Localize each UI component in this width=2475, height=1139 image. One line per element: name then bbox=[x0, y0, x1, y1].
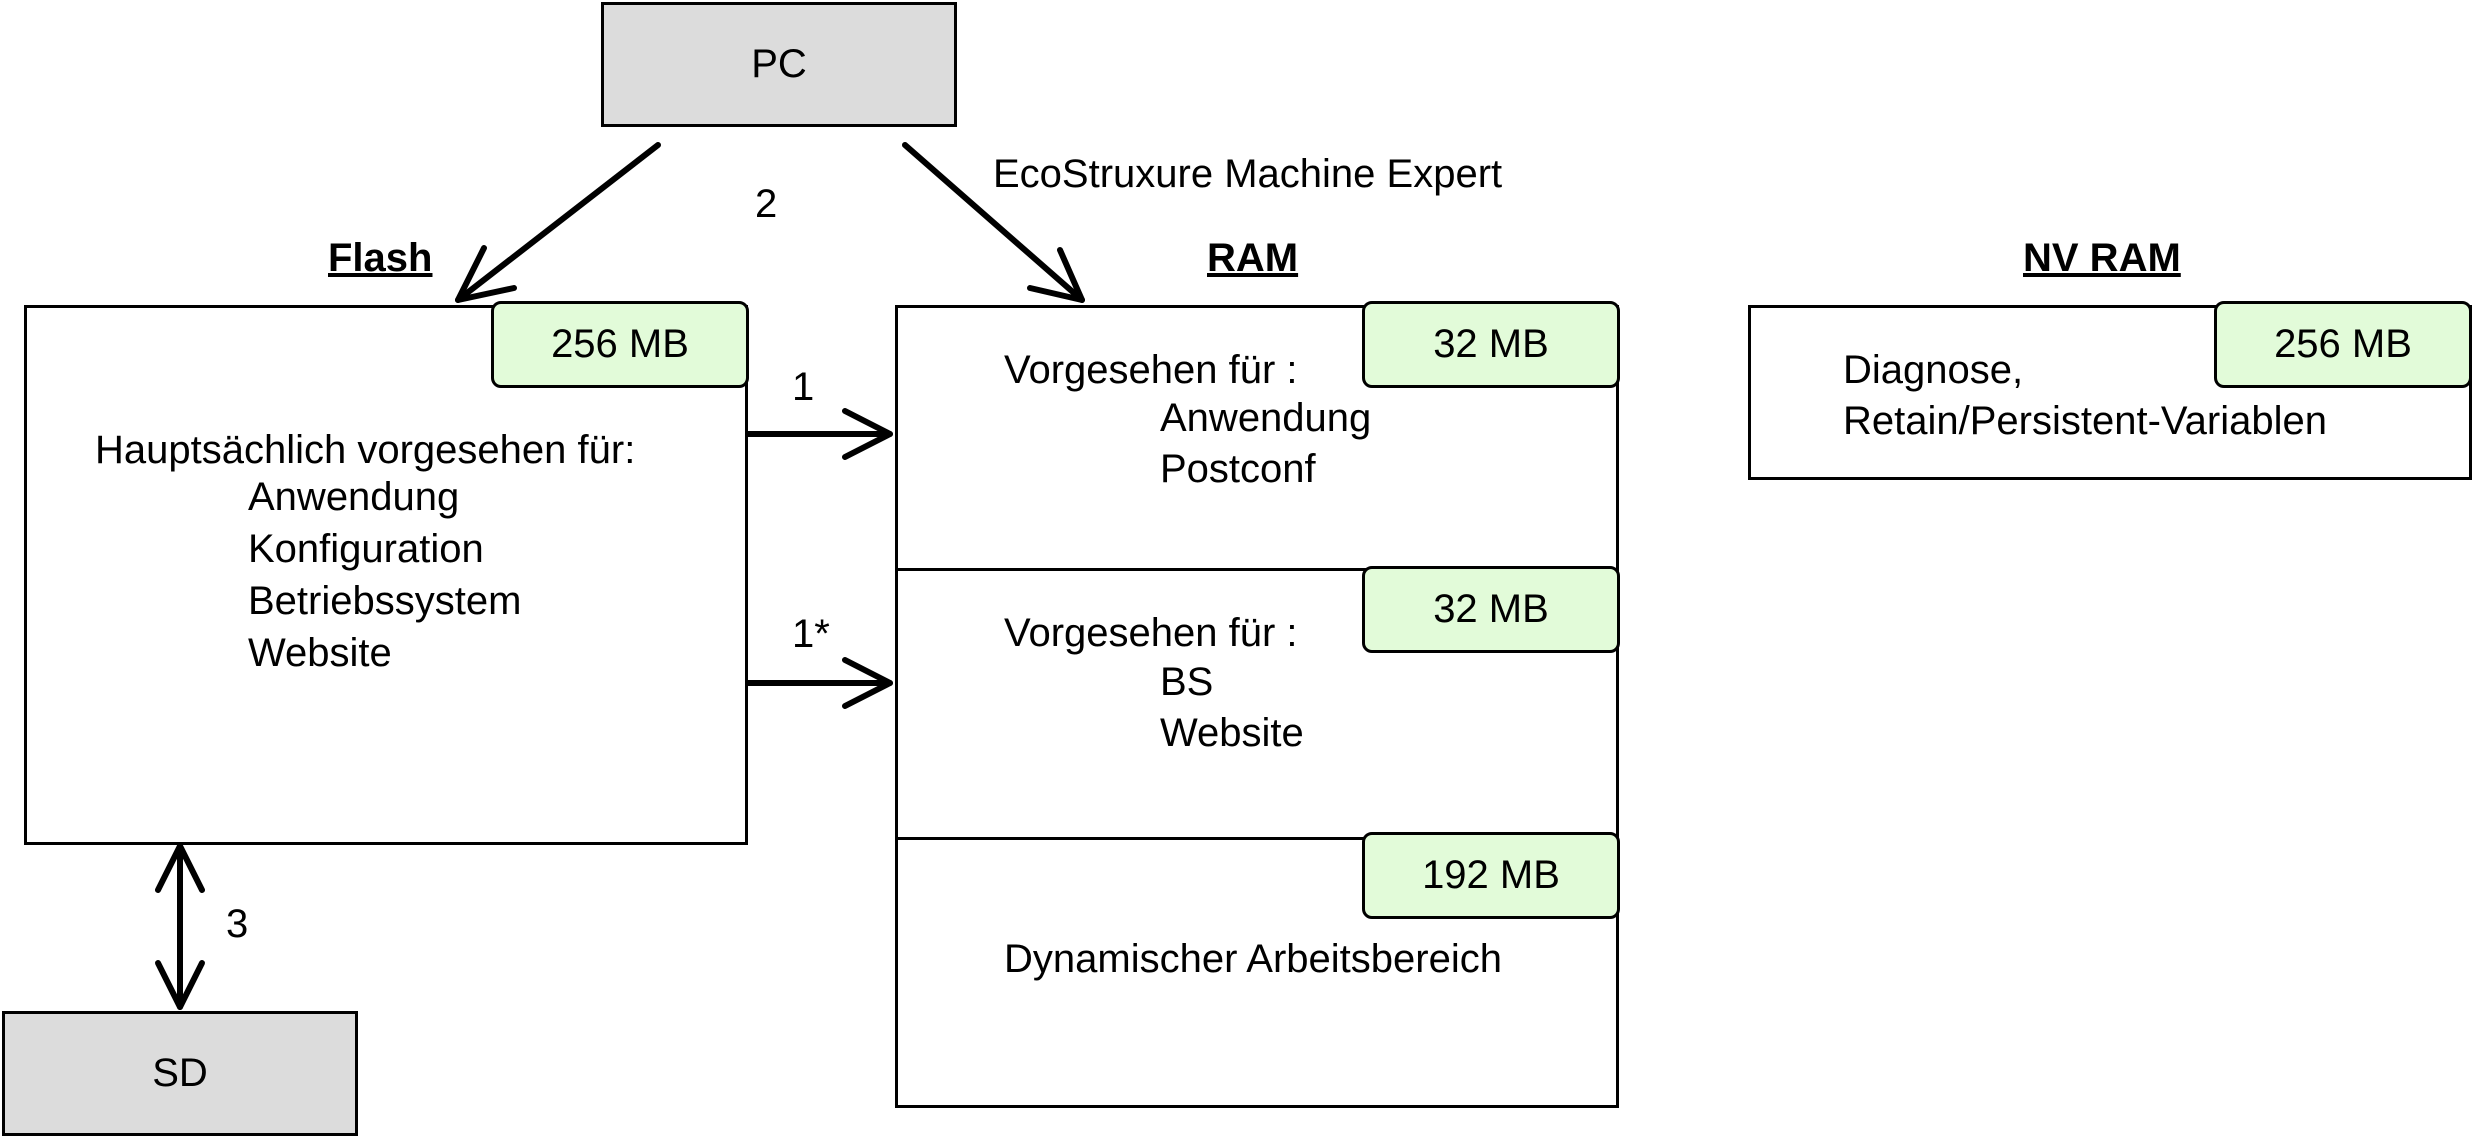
flash-item: Website bbox=[248, 631, 392, 675]
flash-intro: Hauptsächlich vorgesehen für: bbox=[95, 428, 636, 472]
arrow-label-3: 3 bbox=[226, 902, 249, 946]
nvram-line: Retain/Persistent-Variablen bbox=[1843, 399, 2327, 443]
flash-item: Betriebssystem bbox=[248, 579, 522, 623]
ram-divider-2 bbox=[895, 837, 1619, 840]
ram-section-2-intro: Vorgesehen für : bbox=[1004, 611, 1298, 655]
sd-node: SD bbox=[2, 1011, 358, 1136]
nvram-size-badge: 256 MB bbox=[2214, 301, 2472, 388]
flash-item: Anwendung bbox=[248, 475, 460, 519]
ram-section-1-intro: Vorgesehen für : bbox=[1004, 348, 1298, 392]
pc-label: PC bbox=[751, 42, 807, 86]
arrow-flash-sd bbox=[155, 843, 205, 1010]
nvram-size: 256 MB bbox=[2274, 322, 2412, 366]
ram-section-3-size-badge: 192 MB bbox=[1362, 832, 1620, 919]
ram-section-1-item: Postconf bbox=[1160, 447, 1316, 491]
ram-section-1-item: Anwendung bbox=[1160, 396, 1372, 440]
nvram-heading: NV RAM bbox=[2023, 236, 2181, 280]
ram-section-1-size-badge: 32 MB bbox=[1362, 301, 1620, 388]
ram-box bbox=[895, 305, 1619, 1108]
pc-node: PC bbox=[601, 2, 957, 127]
arrow-label-ecostruxure: EcoStruxure Machine Expert bbox=[993, 152, 1503, 196]
flash-size-badge: 256 MB bbox=[491, 301, 749, 388]
ram-heading: RAM bbox=[1207, 236, 1299, 280]
arrow-pc-to-ram bbox=[902, 142, 1085, 303]
ram-section-1-size: 32 MB bbox=[1433, 322, 1549, 366]
flash-item: Konfiguration bbox=[248, 527, 484, 571]
ram-section-2-item: BS bbox=[1160, 660, 1214, 704]
ram-section-2-size-badge: 32 MB bbox=[1362, 566, 1620, 653]
flash-size: 256 MB bbox=[551, 322, 689, 366]
nvram-box bbox=[1748, 305, 2472, 480]
flash-heading: Flash bbox=[328, 236, 433, 280]
arrow-label-1: 1 bbox=[792, 365, 815, 409]
arrow-pc-to-flash bbox=[455, 142, 661, 303]
ram-section-3-intro: Dynamischer Arbeitsbereich bbox=[1004, 937, 1502, 981]
sd-label: SD bbox=[152, 1051, 208, 1095]
ram-section-2-size: 32 MB bbox=[1433, 587, 1549, 631]
ram-section-2-item: Website bbox=[1160, 711, 1304, 755]
ram-divider-1 bbox=[895, 568, 1619, 571]
nvram-line: Diagnose, bbox=[1843, 348, 2024, 392]
arrow-label-2: 2 bbox=[755, 182, 778, 226]
arrow-label-1-star: 1* bbox=[792, 612, 830, 656]
ram-section-3-size: 192 MB bbox=[1422, 853, 1560, 897]
flash-box bbox=[24, 305, 748, 845]
